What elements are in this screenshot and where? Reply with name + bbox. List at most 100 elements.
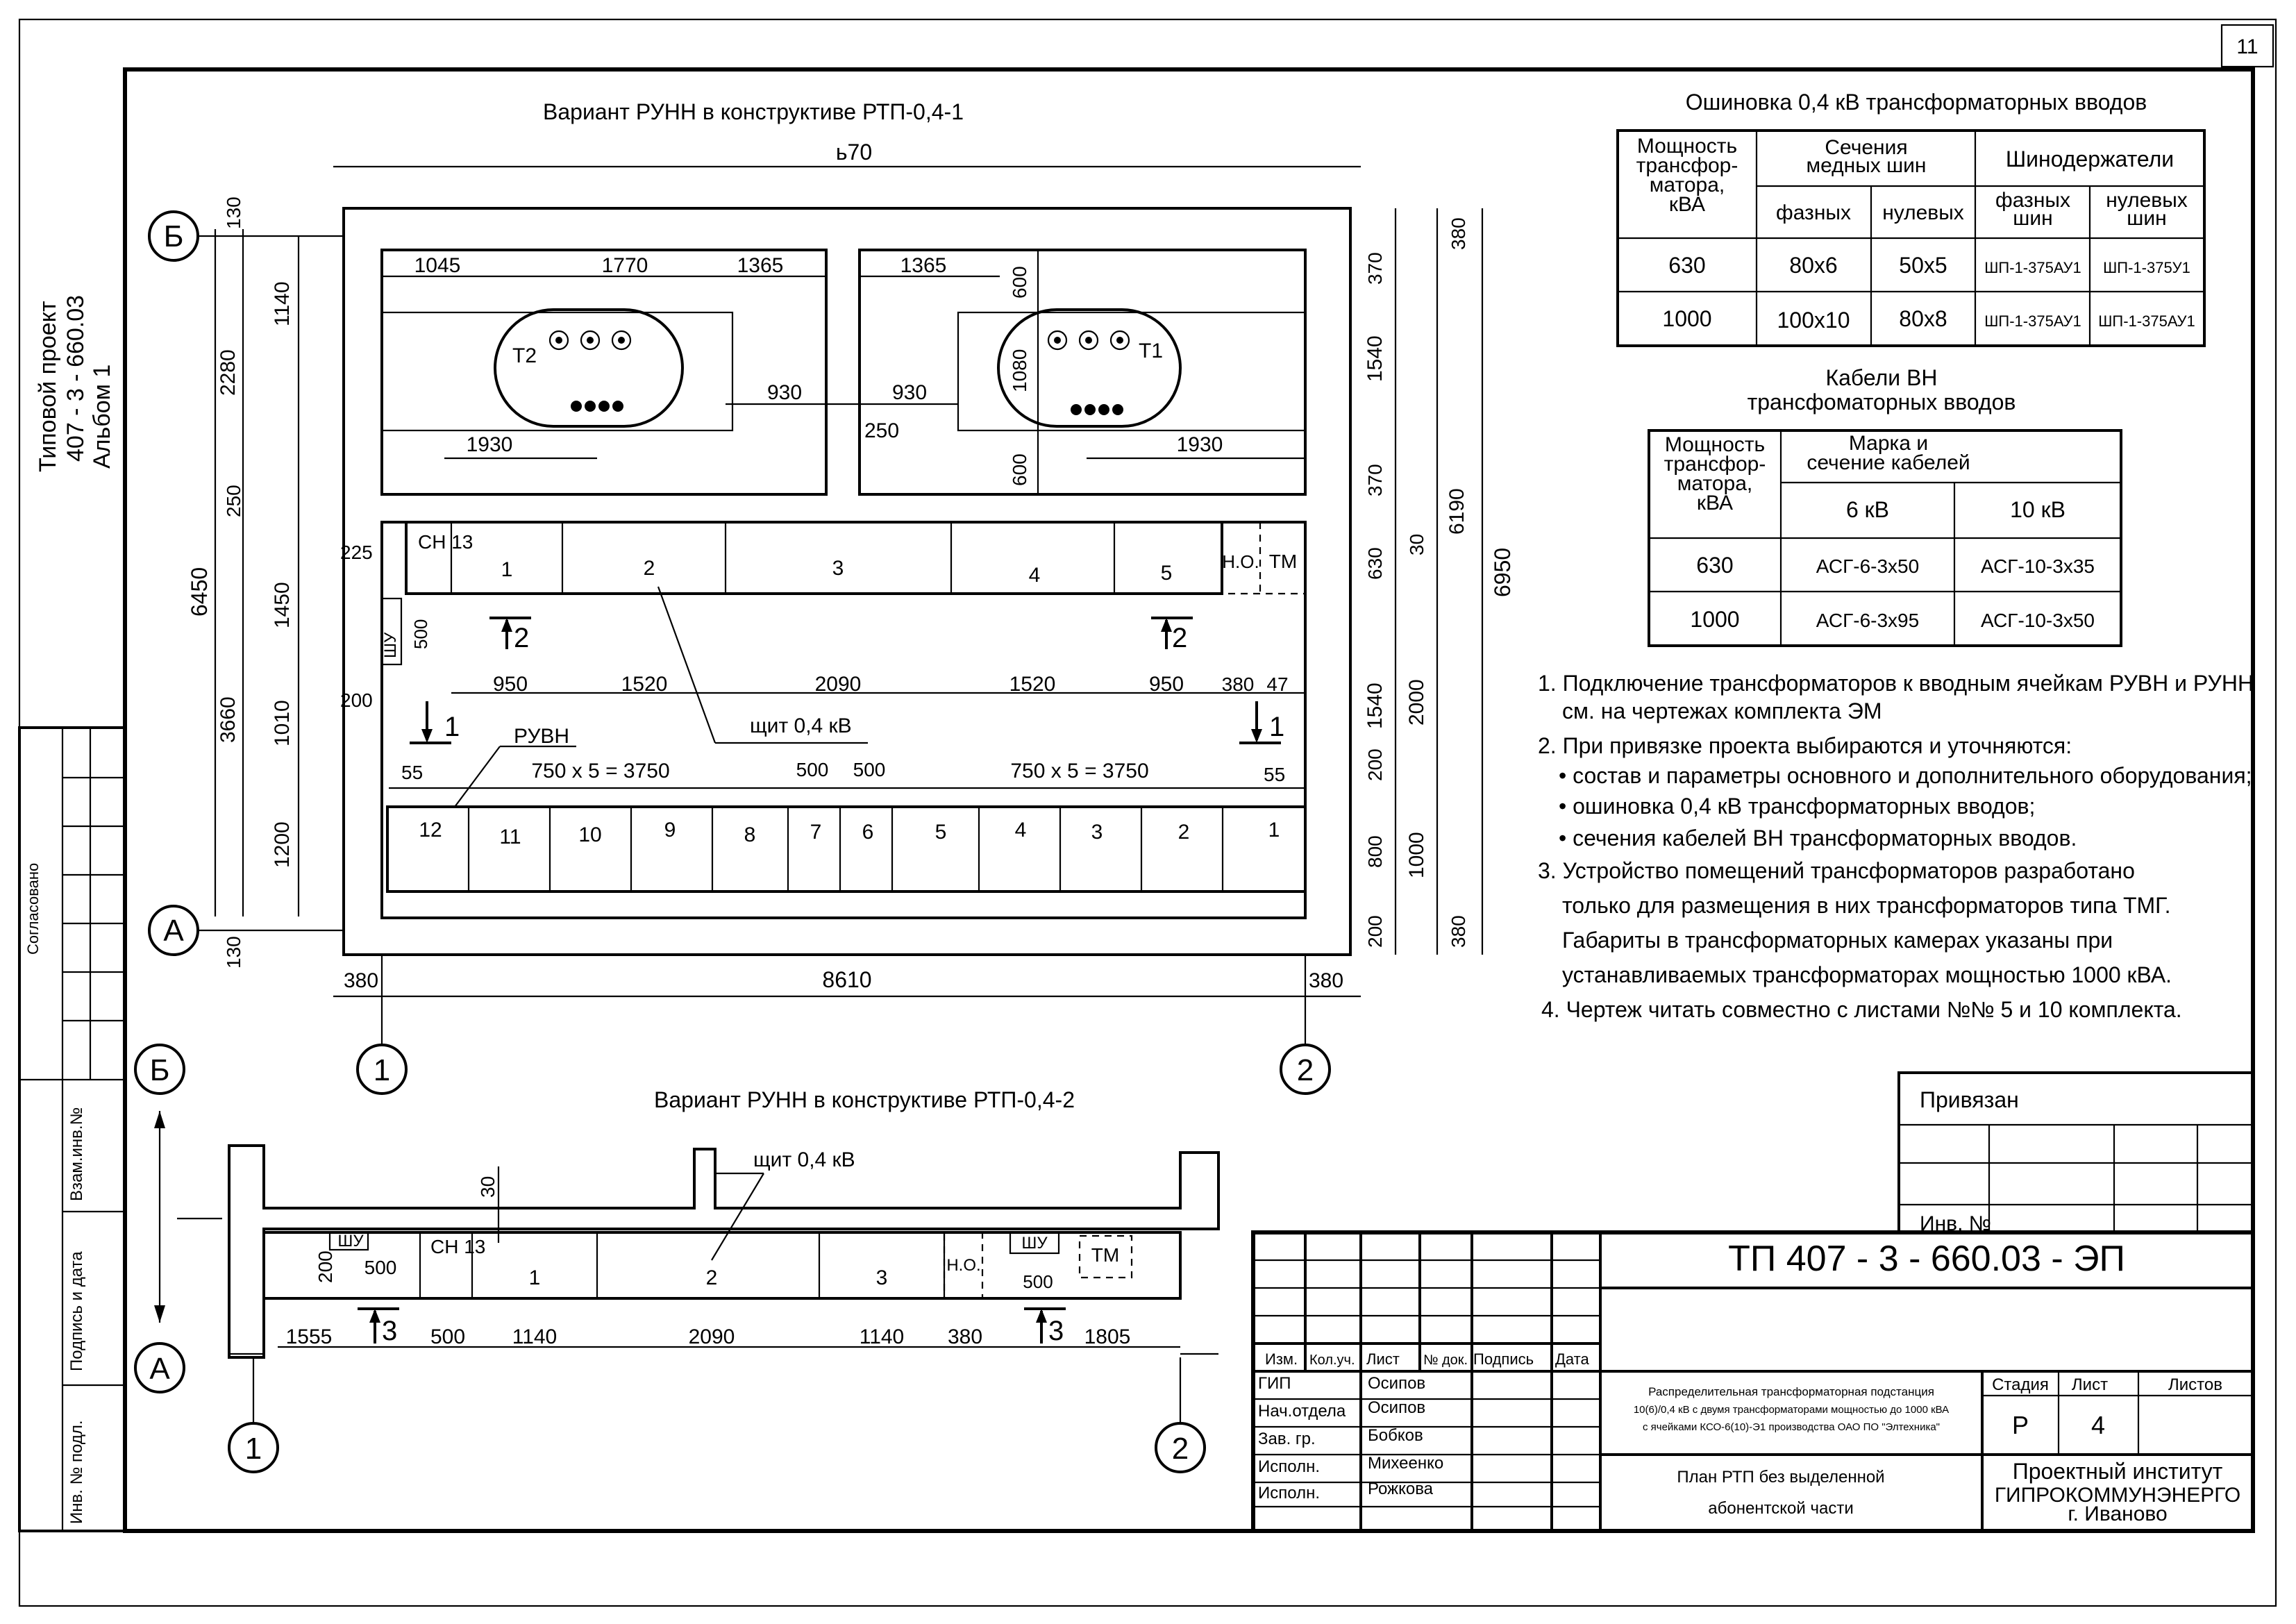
cable-r1-6kv: АСГ-6-3х50 bbox=[1816, 555, 1919, 577]
plan2-dim-1140a: 1140 bbox=[512, 1325, 558, 1348]
tb-role-2: Нач.отдела bbox=[1258, 1402, 1346, 1421]
plan2-cell-tm: ТМ bbox=[1091, 1244, 1119, 1266]
axis-1-label: 1 bbox=[374, 1053, 390, 1087]
plan2-wall bbox=[228, 1144, 1220, 1359]
busbar-table: Ошиновка 0,4 кВ трансформаторных вводов … bbox=[1616, 90, 2206, 347]
ruvn-cell-11: 11 bbox=[499, 826, 521, 848]
sheet-number-box bbox=[2220, 24, 2274, 68]
axis-a-label: А bbox=[163, 914, 184, 948]
svg-text:3: 3 bbox=[382, 1316, 397, 1346]
plan2-tm-frame bbox=[1078, 1234, 1133, 1279]
runn-cell-tm: ТМ bbox=[1269, 551, 1297, 572]
dim-right-1540a: 1540 bbox=[1364, 335, 1386, 382]
axis-b-label: Б bbox=[164, 219, 184, 253]
ruvn-off-right: 55 bbox=[1264, 764, 1285, 785]
ruvn-cell-5: 5 bbox=[935, 821, 947, 844]
plan-variant-1: Вариант РУНН в конструктиве РТП-0,4-1 Т2… bbox=[148, 99, 1515, 1095]
tb-desc-3: с ячейками КСО-6(10)-Э1 производства ОАО… bbox=[1643, 1421, 1940, 1433]
ruvn-cell-7: 7 bbox=[810, 821, 822, 844]
tb-name-4: Михеенко bbox=[1368, 1454, 1443, 1473]
plan2-cell-no: Н.О. bbox=[946, 1256, 980, 1275]
ruvn-cell-12: 12 bbox=[419, 819, 442, 842]
plan2-axis-b: Б bbox=[150, 1053, 170, 1087]
runn-cell-sn: СН 13 bbox=[418, 531, 473, 553]
section-mark-2-left: 2 bbox=[489, 617, 531, 653]
busbar-r2-neutral: 80х8 bbox=[1899, 306, 1947, 331]
note-3d: устанавливаемых трансформаторах мощность… bbox=[1562, 962, 2172, 987]
tb-role-1: ГИП bbox=[1258, 1374, 1291, 1393]
tb-drawing-name-1: План РТП без выделенной bbox=[1677, 1468, 1884, 1487]
svg-text:2: 2 bbox=[1172, 623, 1187, 653]
runn-cell-2: 2 bbox=[644, 557, 655, 580]
tb-stage: Р bbox=[2012, 1411, 2029, 1439]
plan2-dim-1555: 1555 bbox=[286, 1325, 333, 1348]
svg-text:3: 3 bbox=[1048, 1316, 1064, 1346]
plan2-axis-2: 2 bbox=[1172, 1432, 1189, 1466]
plan2-shu-right bbox=[1009, 1231, 1060, 1255]
runn-cell-no: Н.О. bbox=[1222, 551, 1259, 572]
dim-left-250: 250 bbox=[223, 485, 244, 517]
ruvn-cell-6: 6 bbox=[862, 821, 874, 844]
side-project-label: Типовой проект 407 - 3 - 660.03 Альбом 1 bbox=[35, 295, 115, 472]
cable-table-title-2: трансфоматорных вводов bbox=[1748, 390, 2016, 415]
busbar-h-phase: фазных bbox=[1776, 201, 1851, 224]
runn-panel-row bbox=[405, 521, 1223, 595]
plan1-shield-label: щит 0,4 кВ bbox=[750, 714, 852, 737]
cable-r1-power: 630 bbox=[1696, 553, 1733, 578]
notes: 1. Подключение трансформаторов к вводным… bbox=[1538, 671, 2254, 1022]
cable-h-6kv: 6 кВ bbox=[1846, 497, 1889, 522]
plan2-cell-sn: СН 13 bbox=[430, 1236, 485, 1257]
tb-name-5: Рожкова bbox=[1368, 1480, 1434, 1498]
dim-bottom-8610: 8610 bbox=[822, 967, 871, 992]
plan2-dim-30: 30 bbox=[477, 1176, 498, 1198]
tb-role-3: Зав. гр. bbox=[1258, 1430, 1316, 1448]
tb-name-3: Бобков bbox=[1368, 1426, 1423, 1445]
ruvn-off-left: 55 bbox=[401, 762, 423, 783]
cell-dim-1520b: 1520 bbox=[1009, 673, 1056, 696]
dim-right-200b: 200 bbox=[1364, 915, 1386, 948]
plan2-dim-1805: 1805 bbox=[1084, 1325, 1131, 1348]
busbar-r2-phase: 100х10 bbox=[1777, 308, 1850, 333]
dim-gap-250: 250 bbox=[864, 419, 899, 442]
tb-list-h: Лист bbox=[2072, 1375, 2108, 1394]
busbar-r2-ph-holder: ШП-1-375АУ1 bbox=[1984, 312, 2081, 330]
side-label-line1: Типовой проект bbox=[35, 301, 61, 472]
stamp-inv-replace: Взам.инв.№ bbox=[67, 1107, 86, 1201]
dim-bottom-380a: 380 bbox=[344, 969, 378, 992]
t1-bushings bbox=[1047, 330, 1130, 415]
ruvn-cell-1: 1 bbox=[1268, 819, 1280, 842]
plan2-axis-2-bubble bbox=[1155, 1422, 1206, 1473]
ruvn-cell-10: 10 bbox=[578, 823, 601, 846]
dim-t2-1365: 1365 bbox=[737, 254, 784, 277]
side-label-line3: Альбом 1 bbox=[89, 365, 115, 469]
sheet-number: 11 bbox=[2236, 35, 2258, 58]
dim-right-370a: 370 bbox=[1364, 252, 1386, 285]
dim-left-3660: 3660 bbox=[217, 696, 240, 743]
plan2-cell-no-frame bbox=[943, 1231, 984, 1300]
plan2-shu-left bbox=[328, 1231, 369, 1251]
title-block: Изм. Кол.уч. Лист № док. Подпись Дата ГИ… bbox=[1251, 1230, 2255, 1533]
dim-left-6450: 6450 bbox=[187, 567, 212, 617]
cell-dim-2090: 2090 bbox=[815, 673, 862, 696]
plan2-section-mark-left: 3 bbox=[358, 1307, 399, 1346]
shu-dim: 500 bbox=[410, 619, 431, 649]
dim-t2-1930: 1930 bbox=[467, 433, 513, 456]
plan2-dim-1140b: 1140 bbox=[860, 1325, 905, 1348]
dim-gap-930b: 930 bbox=[892, 381, 927, 404]
stamp-inv-orig: Инв. № подл. bbox=[67, 1421, 86, 1525]
runn-cell-3: 3 bbox=[832, 557, 844, 580]
tb-role-5: Исполн. bbox=[1258, 1484, 1320, 1502]
plan2-dim-500: 500 bbox=[430, 1325, 465, 1348]
busbar-r2-n-holder: ШП-1-375АУ1 bbox=[2098, 312, 2195, 330]
plan2-shu-right-dim: 500 bbox=[1023, 1271, 1053, 1292]
dim-left-225: 225 bbox=[340, 542, 373, 563]
svg-text:1: 1 bbox=[444, 712, 460, 742]
plan2-cell-3: 3 bbox=[876, 1266, 888, 1289]
dim-left-1450: 1450 bbox=[271, 582, 294, 628]
ruvn-label: РУВН bbox=[514, 725, 569, 748]
note-2: 2. При привязке проекта выбираются и уто… bbox=[1538, 733, 2072, 758]
